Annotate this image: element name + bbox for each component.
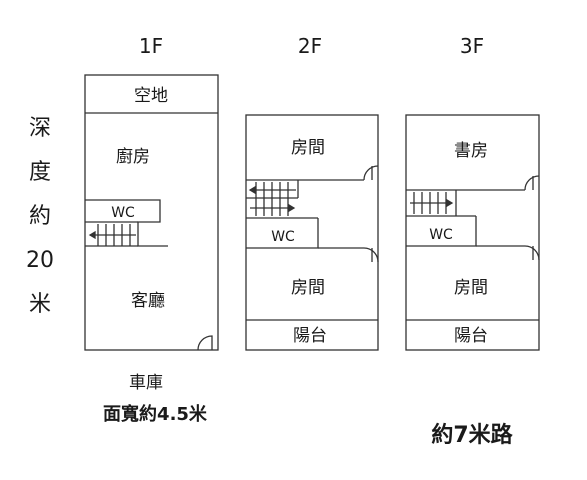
floor-1f-heading: 1F: [139, 34, 163, 58]
floor-3f-balcony-label: 陽台: [454, 326, 488, 346]
depth-char: 度: [29, 160, 51, 185]
floor-3f-plan: [405, 114, 540, 351]
floor-2f-outline: [245, 114, 379, 351]
depth-char: 約: [29, 204, 51, 229]
depth-label: 深 度 約 20 米: [26, 116, 54, 317]
floor-3f-room-label: 房間: [454, 278, 488, 298]
floor-1f-wc-label: WC: [111, 205, 135, 221]
depth-char: 深: [29, 116, 51, 141]
frontage-label: 面寬約4.5米: [103, 403, 208, 425]
floor-1f-plan: [84, 74, 219, 351]
floor-2f-stairs: [246, 180, 318, 219]
floor-2f-balcony-label: 陽台: [293, 326, 327, 346]
floor-2f-heading: 2F: [298, 34, 322, 58]
floor-3f-stair-arrow: [410, 198, 454, 208]
floor-3f-wc-label: WC: [429, 227, 453, 243]
depth-char: 20: [26, 248, 54, 273]
floor-1f-wc-walls: [85, 199, 168, 247]
floor-3f-heading: 3F: [460, 34, 484, 58]
floor-3f-outline: [405, 114, 540, 351]
floor-2f-room-top-label: 房間: [291, 138, 325, 158]
floor-1f-outline: [84, 74, 219, 351]
floor-2f-room-bottom-label: 房間: [291, 278, 325, 298]
road-label: 約7米路: [431, 422, 513, 448]
floor-1f-stair-arrow: [88, 230, 136, 240]
floor-1f-door-arc: [197, 335, 213, 351]
depth-char: 米: [29, 292, 51, 317]
floor-3f-door-top-arc: [524, 175, 540, 191]
floor-2f-stair-arrow-up: [248, 185, 296, 195]
floor-2f-plan: [245, 114, 379, 351]
floor-2f-door-top-arc: [363, 165, 379, 181]
garage-label: 車庫: [129, 373, 163, 393]
floor-2f-door-bottom-arc: [363, 247, 379, 263]
floor-2f-wc-label: WC: [271, 229, 295, 245]
floor-1f-yard-label: 空地: [134, 86, 168, 106]
floor-3f-door-bottom-arc: [524, 245, 540, 261]
floor-2f-stair-arrow-down: [250, 203, 296, 213]
floor-1f-living-label: 客廳: [131, 291, 165, 311]
floor-1f-kitchen-label: 廚房: [116, 146, 150, 167]
floor-3f-study-label: 書房: [454, 141, 488, 161]
